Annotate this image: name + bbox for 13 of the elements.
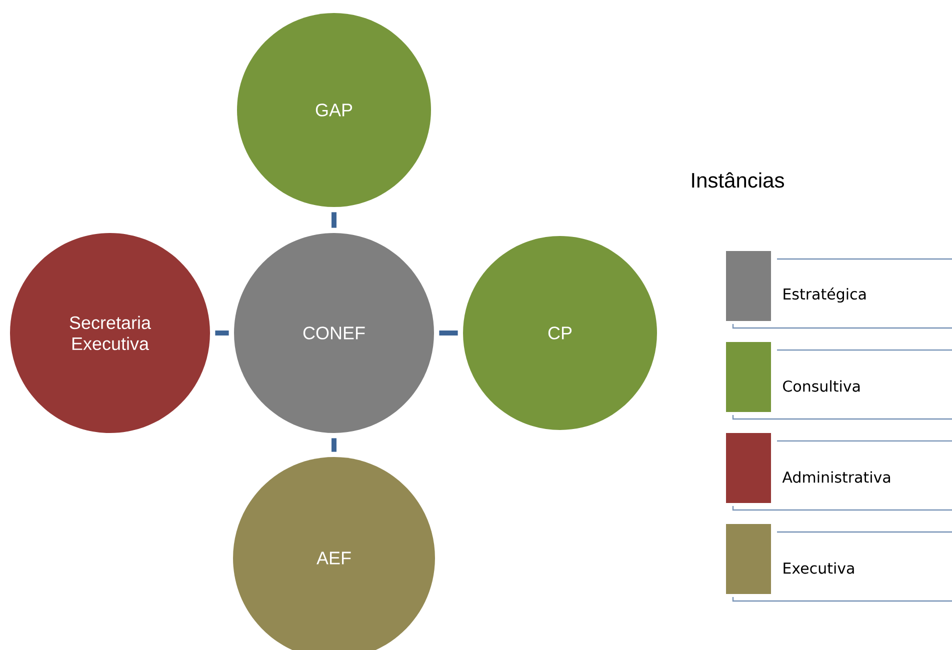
legend-label: Estratégica (784, 287, 866, 303)
circle-node: CONEF (234, 233, 434, 433)
legend-label: Administrativa (782, 471, 890, 483)
connector-line (439, 330, 458, 336)
legend-label: Executiva (784, 562, 854, 574)
legend-label: Consultiva (783, 380, 860, 392)
circle-node: GAP (237, 13, 431, 207)
connector-line (215, 330, 229, 336)
connector-line (332, 438, 336, 452)
connector-line (332, 212, 336, 228)
circle-node: Secretaria Executiva (10, 233, 210, 433)
legend-title: Instâncias (692, 172, 784, 188)
circle-node: CP (463, 236, 657, 430)
